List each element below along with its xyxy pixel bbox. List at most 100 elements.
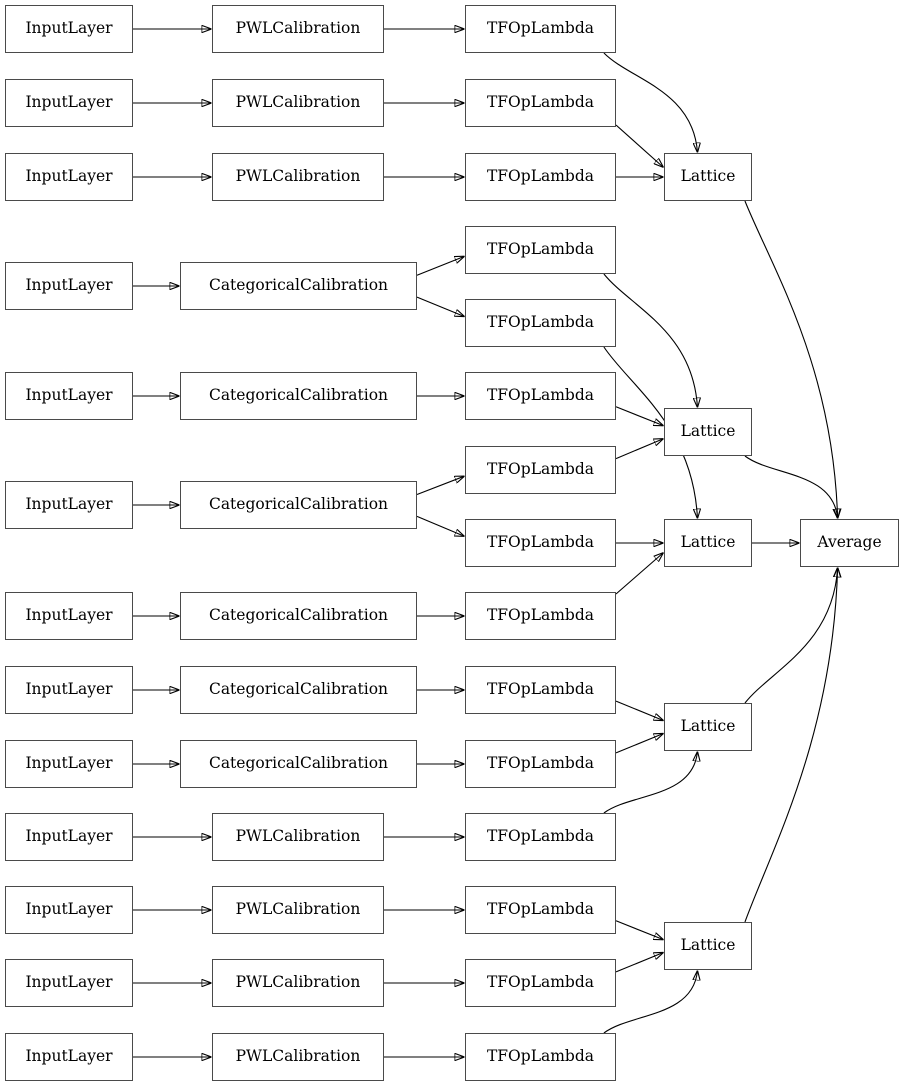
node-op1[interactable]: TFOpLambda [465, 5, 616, 53]
node-label: InputLayer [25, 606, 113, 625]
node-in6[interactable]: InputLayer [5, 481, 133, 529]
node-op13[interactable]: TFOpLambda [465, 886, 616, 934]
node-op5[interactable]: TFOpLambda [465, 299, 616, 347]
node-label: InputLayer [25, 93, 113, 112]
node-cal6[interactable]: CategoricalCalibration [180, 481, 417, 529]
node-label: TFOpLambda [486, 240, 595, 259]
node-op12[interactable]: TFOpLambda [465, 813, 616, 861]
edge-lat1-to-avg [744, 200, 838, 518]
node-in3[interactable]: InputLayer [5, 153, 133, 201]
node-label: CategoricalCalibration [208, 680, 389, 699]
node-avg[interactable]: Average [800, 519, 899, 567]
edge-op1-to-lat1 [603, 52, 698, 152]
node-in1[interactable]: InputLayer [5, 5, 133, 53]
node-op4[interactable]: TFOpLambda [465, 226, 616, 274]
node-label: InputLayer [25, 167, 113, 186]
node-in5[interactable]: InputLayer [5, 372, 133, 420]
node-label: Lattice [680, 717, 736, 736]
edge-cal6-to-op7 [416, 476, 464, 496]
node-op6[interactable]: TFOpLambda [465, 372, 616, 420]
node-in7[interactable]: InputLayer [5, 592, 133, 640]
node-label: TFOpLambda [486, 93, 595, 112]
node-cal10[interactable]: PWLCalibration [212, 813, 384, 861]
node-label: Average [817, 533, 882, 552]
edge-op7-to-lat2 [615, 439, 663, 460]
edge-op4-to-lat2 [603, 273, 698, 407]
node-label: TFOpLambda [486, 460, 595, 479]
node-in10[interactable]: InputLayer [5, 813, 133, 861]
node-cal9[interactable]: CategoricalCalibration [180, 740, 417, 788]
node-cal1[interactable]: PWLCalibration [212, 5, 384, 53]
node-label: InputLayer [25, 495, 113, 514]
node-in13[interactable]: InputLayer [5, 1033, 133, 1081]
node-in12[interactable]: InputLayer [5, 959, 133, 1007]
node-in9[interactable]: InputLayer [5, 740, 133, 788]
node-op11[interactable]: TFOpLambda [465, 740, 616, 788]
edge-op14-to-lat5 [615, 953, 663, 973]
node-label: PWLCalibration [235, 93, 361, 112]
node-op9[interactable]: TFOpLambda [465, 592, 616, 640]
node-cal5[interactable]: CategoricalCalibration [180, 372, 417, 420]
node-label: InputLayer [25, 827, 113, 846]
edge-op13-to-lat5 [615, 920, 663, 940]
node-cal13[interactable]: PWLCalibration [212, 1033, 384, 1081]
node-label: InputLayer [25, 754, 113, 773]
node-label: CategoricalCalibration [208, 606, 389, 625]
node-label: InputLayer [25, 973, 113, 992]
node-op10[interactable]: TFOpLambda [465, 666, 616, 714]
node-op14[interactable]: TFOpLambda [465, 959, 616, 1007]
node-lat2[interactable]: Lattice [664, 408, 752, 456]
node-cal11[interactable]: PWLCalibration [212, 886, 384, 934]
node-label: CategoricalCalibration [208, 386, 389, 405]
node-label: PWLCalibration [235, 900, 361, 919]
node-cal2[interactable]: PWLCalibration [212, 79, 384, 127]
node-op2[interactable]: TFOpLambda [465, 79, 616, 127]
edge-cal6-to-op8 [416, 515, 464, 536]
node-cal12[interactable]: PWLCalibration [212, 959, 384, 1007]
node-cal8[interactable]: CategoricalCalibration [180, 666, 417, 714]
node-label: TFOpLambda [486, 533, 595, 552]
edge-op15-to-lat5 [603, 971, 698, 1034]
node-lat1[interactable]: Lattice [664, 153, 752, 201]
node-lat5[interactable]: Lattice [664, 922, 752, 970]
node-label: TFOpLambda [486, 1047, 595, 1066]
node-lat4[interactable]: Lattice [664, 703, 752, 751]
node-label: PWLCalibration [235, 19, 361, 38]
node-label: TFOpLambda [486, 386, 595, 405]
node-label: CategoricalCalibration [208, 495, 389, 514]
node-cal4[interactable]: CategoricalCalibration [180, 262, 417, 310]
node-in8[interactable]: InputLayer [5, 666, 133, 714]
node-label: TFOpLambda [486, 680, 595, 699]
node-op7[interactable]: TFOpLambda [465, 446, 616, 494]
edge-op11-to-lat4 [615, 734, 663, 754]
node-label: TFOpLambda [486, 900, 595, 919]
node-label: InputLayer [25, 900, 113, 919]
node-cal3[interactable]: PWLCalibration [212, 153, 384, 201]
node-label: TFOpLambda [486, 973, 595, 992]
edge-lat2-to-avg [744, 455, 838, 518]
node-label: TFOpLambda [486, 313, 595, 332]
node-cal7[interactable]: CategoricalCalibration [180, 592, 417, 640]
node-op8[interactable]: TFOpLambda [465, 519, 616, 567]
edge-op9-to-lat3 [615, 553, 663, 595]
node-op3[interactable]: TFOpLambda [465, 153, 616, 201]
node-label: PWLCalibration [235, 1047, 361, 1066]
edge-op10-to-lat4 [615, 700, 663, 720]
node-label: PWLCalibration [235, 973, 361, 992]
node-label: Lattice [680, 422, 736, 441]
node-in11[interactable]: InputLayer [5, 886, 133, 934]
node-in4[interactable]: InputLayer [5, 262, 133, 310]
node-label: TFOpLambda [486, 827, 595, 846]
node-label: InputLayer [25, 19, 113, 38]
node-op15[interactable]: TFOpLambda [465, 1033, 616, 1081]
node-label: InputLayer [25, 1047, 113, 1066]
node-in2[interactable]: InputLayer [5, 79, 133, 127]
node-label: Lattice [680, 533, 736, 552]
node-label: TFOpLambda [486, 606, 595, 625]
edge-cal4-to-op4 [416, 256, 464, 276]
node-label: InputLayer [25, 386, 113, 405]
node-lat3[interactable]: Lattice [664, 519, 752, 567]
node-label: TFOpLambda [486, 19, 595, 38]
